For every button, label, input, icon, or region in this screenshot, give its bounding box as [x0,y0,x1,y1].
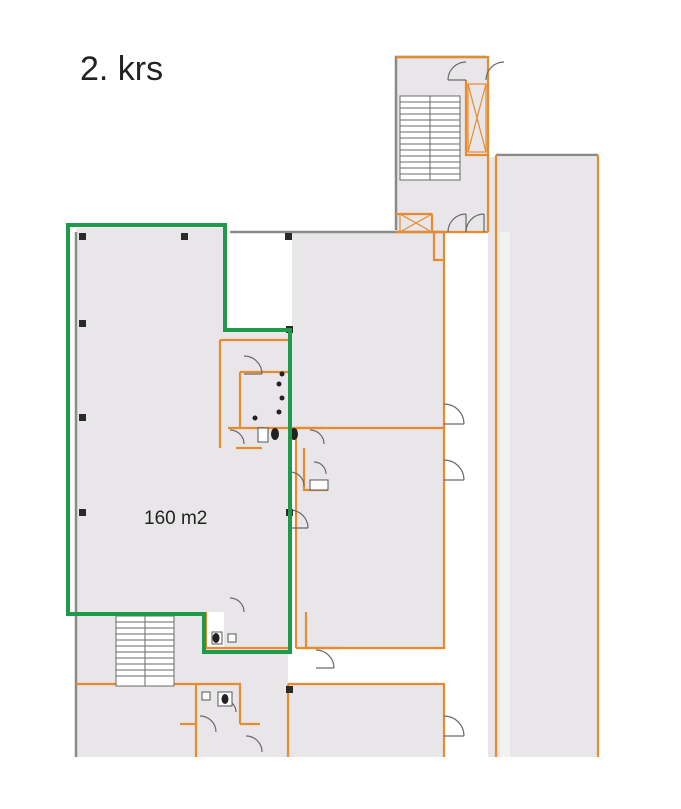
floor-title: 2. krs [80,50,164,88]
highlighted-unit-outline[interactable] [66,223,292,654]
highlighted-unit-fill-2 [224,330,290,648]
unit-area-label: 160 m2 [144,508,208,529]
shaft-marks [399,83,487,233]
lower-right-fill [288,684,444,757]
highlighted-unit-fill [76,228,224,612]
middle-room-fill [296,428,444,648]
fixtures [201,371,329,707]
stairs-top [399,95,461,181]
stairs-bottom [115,615,175,687]
room-fills [76,57,598,757]
lower-mid-fill [180,648,288,757]
upper-room-fill [292,232,444,428]
doors [199,61,505,753]
corridor-strip [500,232,510,757]
